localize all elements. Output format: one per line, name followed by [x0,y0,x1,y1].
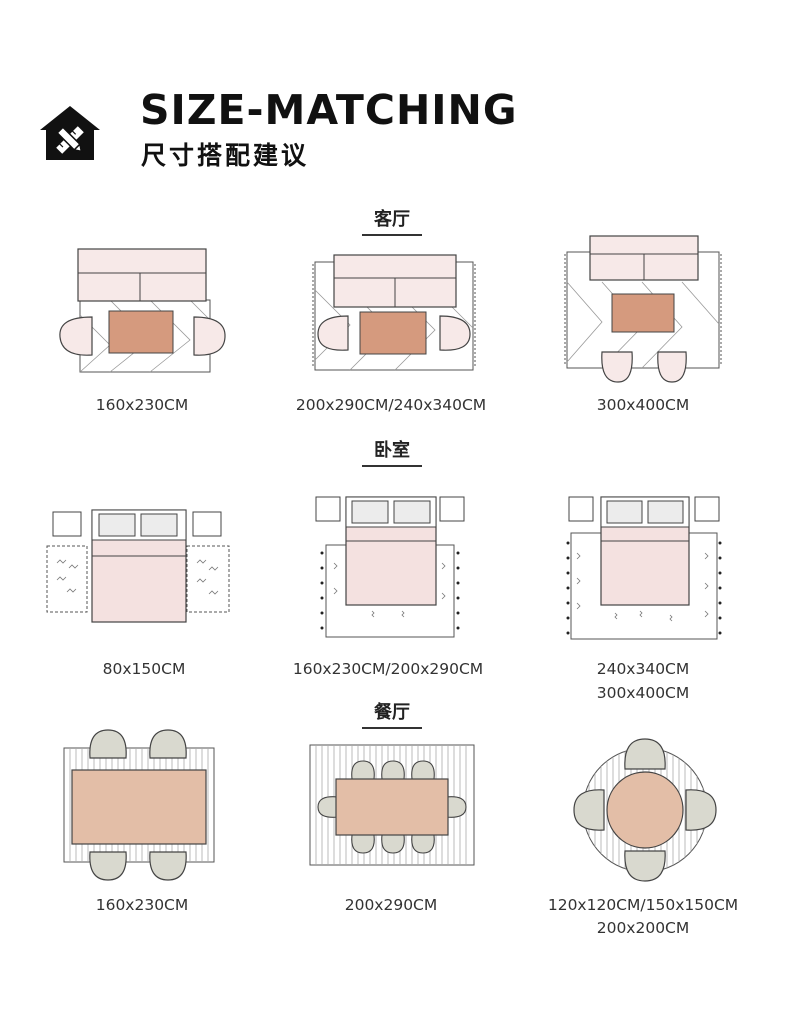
living-room-layout-medium [312,254,476,371]
section-label-dining-room: 餐厅 [374,702,410,723]
size-caption-line2: 200x200CM [596,919,690,937]
size-caption-line1: 120x120CM/150x150CM [547,896,739,914]
dining-layout-rectangular-large [309,744,475,866]
section-label-bedroom: 卧室 [374,440,410,461]
house-ruler-pencil-icon [40,106,100,160]
size-caption: 80x150CM [102,660,186,678]
size-caption: 200x290CM [344,896,438,914]
size-caption: 160x230CM [95,896,189,914]
bedroom-layout-medium [315,496,465,638]
size-caption-line2: 300x400CM [596,684,690,702]
bedroom-layout-large [566,496,722,640]
size-caption: 160x230CM [95,396,189,414]
size-caption-line1: 240x340CM [596,660,690,678]
dining-layout-rectangular-small [63,729,215,881]
size-caption: 200x290CM/240x340CM [295,396,487,414]
page-title: SIZE-MATCHING [140,86,518,134]
section-divider [362,727,422,729]
dining-layout-round [573,738,717,882]
size-caption: 300x400CM [596,396,690,414]
bedroom-layout-small [46,509,230,623]
section-divider [362,234,422,236]
size-caption: 160x230CM/200x290CM [292,660,484,678]
living-room-layout-large [564,235,722,383]
section-label-living-room: 客厅 [374,209,410,230]
living-room-layout-small [59,248,226,373]
section-divider [362,465,422,467]
page-subtitle: 尺寸搭配建议 [141,141,310,170]
